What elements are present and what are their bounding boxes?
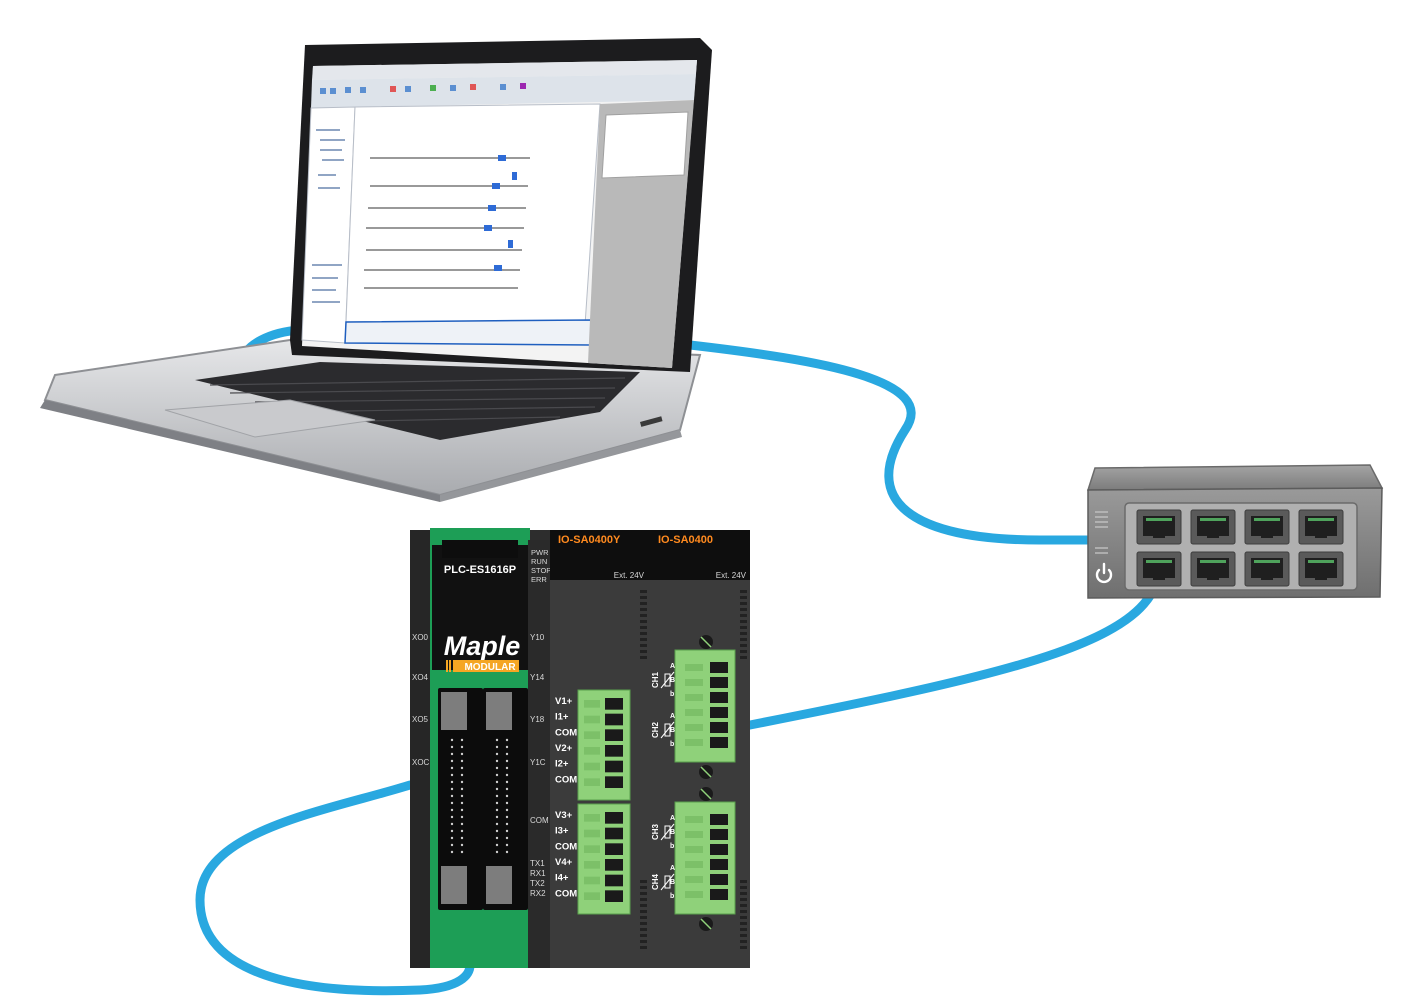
pin-label: A (670, 865, 675, 872)
cable-laptop-to-switch (685, 340, 1167, 545)
module-io-sa0400y: IO-SA0400Y Ext. 24V V1+ I1+ COM V2+ I2+ COM V3… (550, 530, 650, 968)
module2-title: IO-SA0400 (658, 534, 713, 546)
channel-label: CH1 (651, 671, 660, 688)
cable-plc-loop (195, 780, 475, 996)
plc-right-label: RX2 (530, 889, 546, 898)
channel-label: CH2 (651, 721, 660, 738)
switch-ports (1136, 509, 1344, 587)
network-switch (1086, 464, 1384, 599)
ethernet-port[interactable] (1244, 509, 1290, 545)
terminal-label: I4+ (555, 873, 569, 884)
terminal-label: V1+ (555, 696, 573, 707)
plc-right-label: Y18 (530, 715, 545, 724)
plc-io-connectors (438, 688, 528, 910)
svg-text:Maple: Maple (444, 631, 521, 661)
plc-right-label: Y1C (530, 758, 546, 767)
plc-right-label: Y14 (530, 673, 545, 682)
pin-label: b (670, 691, 674, 698)
pin-label: B (670, 879, 675, 886)
plc-status-label: PWR (531, 548, 549, 557)
ethernet-port[interactable] (1298, 509, 1344, 545)
plc-left-label: XO0 (412, 633, 429, 642)
terminal-label: I2+ (555, 759, 569, 770)
plc-right-label: RX1 (530, 869, 546, 878)
terminal-label: COM (555, 727, 577, 738)
pin-label: B (670, 727, 675, 734)
module2-ext-label: Ext. 24V (716, 571, 747, 580)
ethernet-port[interactable] (1136, 509, 1182, 545)
pin-label: A (670, 663, 675, 670)
plc-status-label: ERR (531, 575, 547, 584)
laptop-keyboard (195, 362, 640, 440)
power-icon[interactable] (1095, 562, 1113, 584)
terminal-label: V3+ (555, 810, 573, 821)
module-io-sa0400: IO-SA0400 Ext. 24V CH1ABbCH2ABbCH3ABbCH4… (650, 530, 750, 968)
plc-status-label: STOP (531, 566, 551, 575)
plc-right-label: COM (530, 816, 549, 825)
laptop-trackpad (164, 399, 376, 438)
ethernet-port[interactable] (1298, 551, 1344, 587)
pin-label: b (670, 843, 674, 850)
plc-model-label: PLC-ES1616P (444, 564, 516, 576)
laptop (40, 38, 712, 502)
plc-right-label: TX2 (530, 879, 545, 888)
terminal-label: COM (555, 888, 577, 899)
maple-logo: Maple MODULAR (444, 631, 521, 673)
module1-title: IO-SA0400Y (558, 534, 621, 546)
plc-right-label: Y10 (530, 633, 545, 642)
terminal-label: COM (555, 841, 577, 852)
plc-left-label: XO4 (412, 673, 429, 682)
plc-right-label: TX1 (530, 859, 545, 868)
terminal-label: I1+ (555, 712, 569, 723)
ethernet-port[interactable] (1244, 551, 1290, 587)
laptop-screen (301, 60, 697, 368)
terminal-label: COM (555, 774, 577, 785)
terminal-label: I3+ (555, 826, 569, 837)
pin-label: b (670, 893, 674, 900)
plc-status-label: RUN (531, 557, 547, 566)
module1-ext-label: Ext. 24V (614, 571, 645, 580)
ethernet-port[interactable] (1190, 509, 1236, 545)
pin-label: B (670, 829, 675, 836)
plc-left-label: XOC (412, 758, 430, 767)
pin-label: b (670, 741, 674, 748)
terminal-label: V4+ (555, 857, 573, 868)
pin-label: A (670, 713, 675, 720)
ethernet-port[interactable] (1136, 551, 1182, 587)
terminal-label: V2+ (555, 743, 573, 754)
pin-label: A (670, 815, 675, 822)
channel-label: CH4 (651, 873, 660, 890)
svg-text:MODULAR: MODULAR (464, 662, 516, 673)
channel-label: CH3 (651, 823, 660, 840)
pin-label: B (670, 677, 675, 684)
ethernet-port[interactable] (1190, 551, 1236, 587)
plc-left-label: XO5 (412, 715, 429, 724)
